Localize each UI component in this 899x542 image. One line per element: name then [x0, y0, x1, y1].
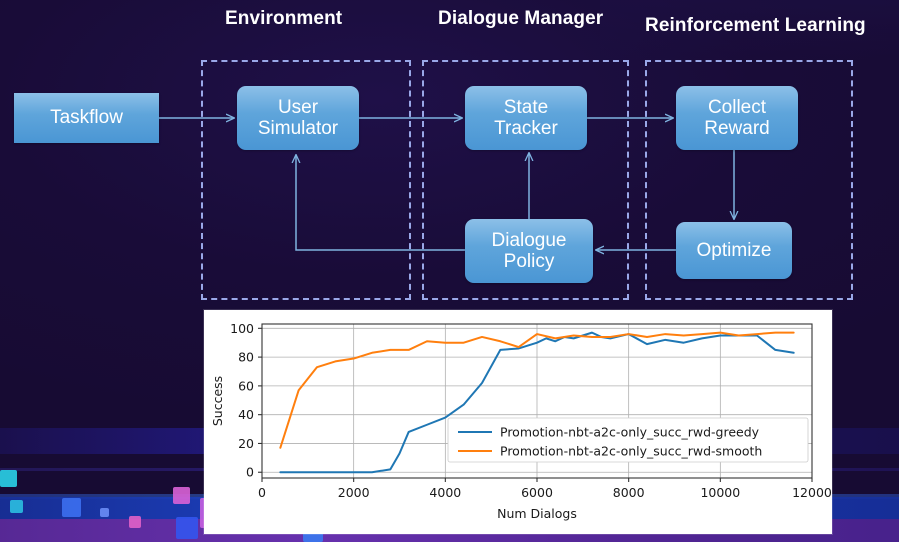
decorative-square	[129, 516, 141, 528]
y-tick-label: 100	[230, 321, 254, 336]
decorative-square	[0, 470, 17, 487]
x-tick-label: 10000	[700, 485, 740, 500]
series-line-greedy	[279, 331, 795, 474]
node-optimize[interactable]: Optimize	[676, 222, 792, 279]
node-taskflow-label: Taskflow	[50, 107, 123, 129]
legend-label-smooth: Promotion-nbt-a2c-only_succ_rwd-smooth	[500, 444, 762, 459]
node-taskflow[interactable]: Taskflow	[14, 93, 159, 143]
decorative-square	[100, 508, 109, 517]
y-tick-label: 80	[238, 350, 254, 365]
node-collect-reward-label-line1: Collect	[707, 96, 767, 118]
success-vs-dialogs-chart: 0 20 40 60 80 100 0 2000 4000 6000 8000 10000 12000N…	[210, 321, 832, 521]
section-header-dialogue-manager: Dialogue Manager	[438, 8, 604, 29]
x-tick-label: 2000	[338, 485, 370, 500]
y-axis-label: Success	[210, 376, 225, 426]
x-tick-label: 8000	[613, 485, 645, 500]
decorative-square	[176, 517, 198, 539]
node-user-simulator-label-line1: User	[277, 96, 319, 118]
chart-legend	[447, 417, 809, 463]
y-tick-label: 20	[238, 436, 254, 451]
y-tick-label: 0	[246, 465, 254, 480]
x-tick-label: 0	[258, 485, 266, 500]
node-state-tracker-label-line1: State	[503, 96, 549, 118]
node-dialogue-policy-label-line1: Dialogue	[491, 229, 567, 251]
y-tick-label: 60	[238, 378, 254, 393]
x-axis-label: Num Dialogs	[497, 506, 577, 521]
section-header-environment: Environment	[225, 8, 343, 29]
decorative-square	[10, 500, 23, 513]
node-user-simulator[interactable]: User Simulator	[237, 86, 359, 150]
node-state-tracker[interactable]: State Tracker	[465, 86, 587, 150]
node-dialogue-policy-label-line2: Policy	[503, 251, 555, 272]
x-tick-label: 6000	[521, 485, 553, 500]
series-line-smooth	[279, 331, 795, 449]
group-box-reinforcement-learning	[645, 60, 853, 300]
background-glow-top-right	[600, 0, 899, 60]
x-tick-label: 12000	[792, 485, 832, 500]
node-optimize-label: Optimize	[696, 239, 772, 261]
node-collect-reward[interactable]: Collect Reward	[676, 86, 798, 150]
node-user-simulator-label-line2: Simulator	[257, 118, 339, 139]
decorative-square	[62, 498, 81, 517]
node-dialogue-policy[interactable]: Dialogue Policy	[465, 219, 593, 283]
x-tick-label: 4000	[429, 485, 461, 500]
y-tick-label: 40	[238, 407, 254, 422]
legend-label-greedy: Promotion-nbt-a2c-only_succ_rwd-greedy	[500, 425, 760, 440]
section-header-reinforcement-learning: Reinforcement Learning	[645, 15, 866, 36]
decorative-square	[173, 487, 190, 504]
node-state-tracker-label-line2: Tracker	[494, 118, 558, 139]
node-collect-reward-label-line2: Reward	[704, 118, 770, 139]
